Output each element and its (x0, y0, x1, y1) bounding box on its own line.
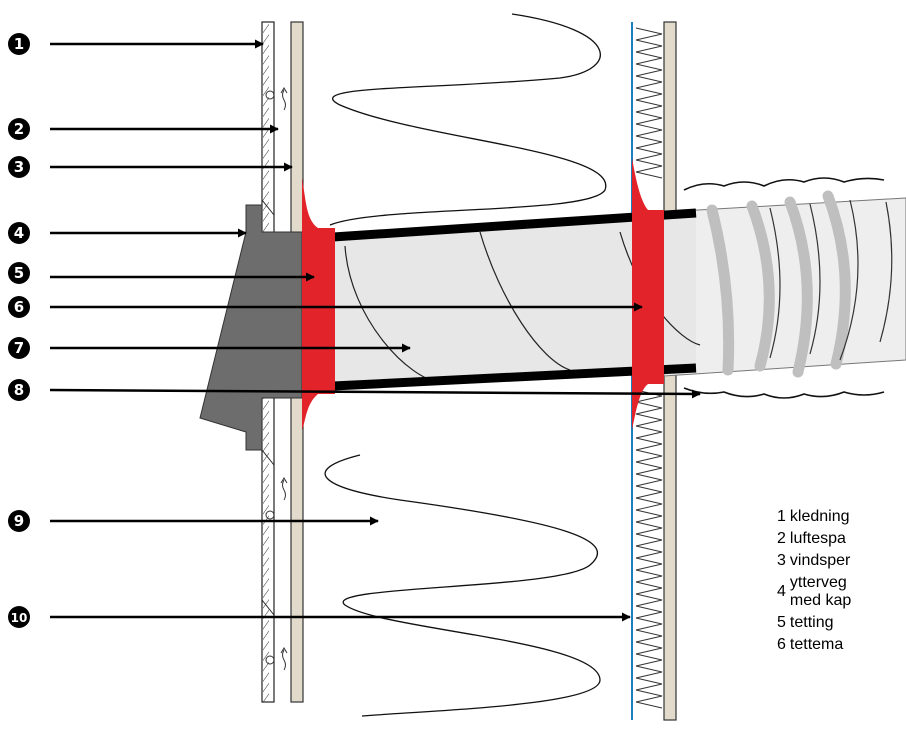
legend-row: 1 kledning (776, 507, 852, 527)
callout-10: 10 (8, 606, 30, 628)
callout-9: 9 (8, 510, 30, 532)
inner-seal (632, 158, 664, 430)
svg-text:4: 4 (14, 224, 24, 242)
svg-text:8: 8 (14, 381, 24, 399)
callout-6: 6 (8, 296, 30, 318)
insulation (324, 13, 607, 717)
svg-text:1: 1 (14, 35, 24, 53)
legend-row: 6 tettema (776, 635, 852, 655)
callout-arrows (49, 39, 701, 622)
legend-number: 4 (777, 583, 786, 600)
legend-text: vindsper (789, 552, 851, 569)
legend-row: 3 vindsper (776, 551, 852, 571)
legend-text-line2: med kap (789, 592, 852, 609)
svg-text:6: 6 (14, 298, 24, 316)
svg-text:2: 2 (14, 120, 24, 138)
outer-seal (302, 178, 335, 430)
legend-text: ytterveg med kap (789, 573, 852, 611)
svg-text:9: 9 (14, 512, 24, 530)
air-gap-flow-marks (265, 87, 288, 671)
callout-7: 7 (8, 337, 30, 359)
legend-number: 5 (777, 614, 786, 631)
legend-number: 2 (777, 530, 786, 547)
callout-3: 3 (8, 156, 30, 178)
svg-text:5: 5 (14, 264, 24, 282)
legend-text: tetting (789, 614, 834, 631)
legend-number: 6 (777, 636, 786, 653)
legend-row: 2 luftespa (776, 529, 852, 549)
svg-text:7: 7 (14, 339, 24, 357)
svg-text:3: 3 (14, 158, 24, 176)
svg-text:10: 10 (11, 611, 28, 625)
callout-markers: 1 2 3 4 5 6 7 8 9 10 (8, 33, 30, 628)
legend-row: 4 ytterveg med kap (776, 573, 852, 611)
flexible-duct (663, 177, 906, 399)
legend-number: 1 (777, 508, 786, 525)
legend-text: luftespa (789, 530, 846, 547)
callout-1: 1 (8, 33, 30, 55)
callout-2: 2 (8, 118, 30, 140)
wall-hood (199, 204, 303, 451)
legend-number: 3 (777, 552, 786, 569)
legend-text-line1: ytterveg (789, 574, 847, 591)
legend-text: tettema (789, 636, 844, 653)
callout-5: 5 (8, 262, 30, 284)
arrow-8 (49, 388, 701, 399)
callout-8: 8 (8, 379, 30, 401)
legend-text: kledning (789, 508, 850, 525)
callout-4: 4 (8, 222, 30, 244)
legend-table: 1 kledning 2 luftespa 3 vindsper 4 ytter… (774, 505, 854, 657)
duct-pipe (332, 208, 701, 391)
legend: 1 kledning 2 luftespa 3 vindsper 4 ytter… (774, 500, 906, 729)
legend-row: 5 tetting (776, 613, 852, 633)
